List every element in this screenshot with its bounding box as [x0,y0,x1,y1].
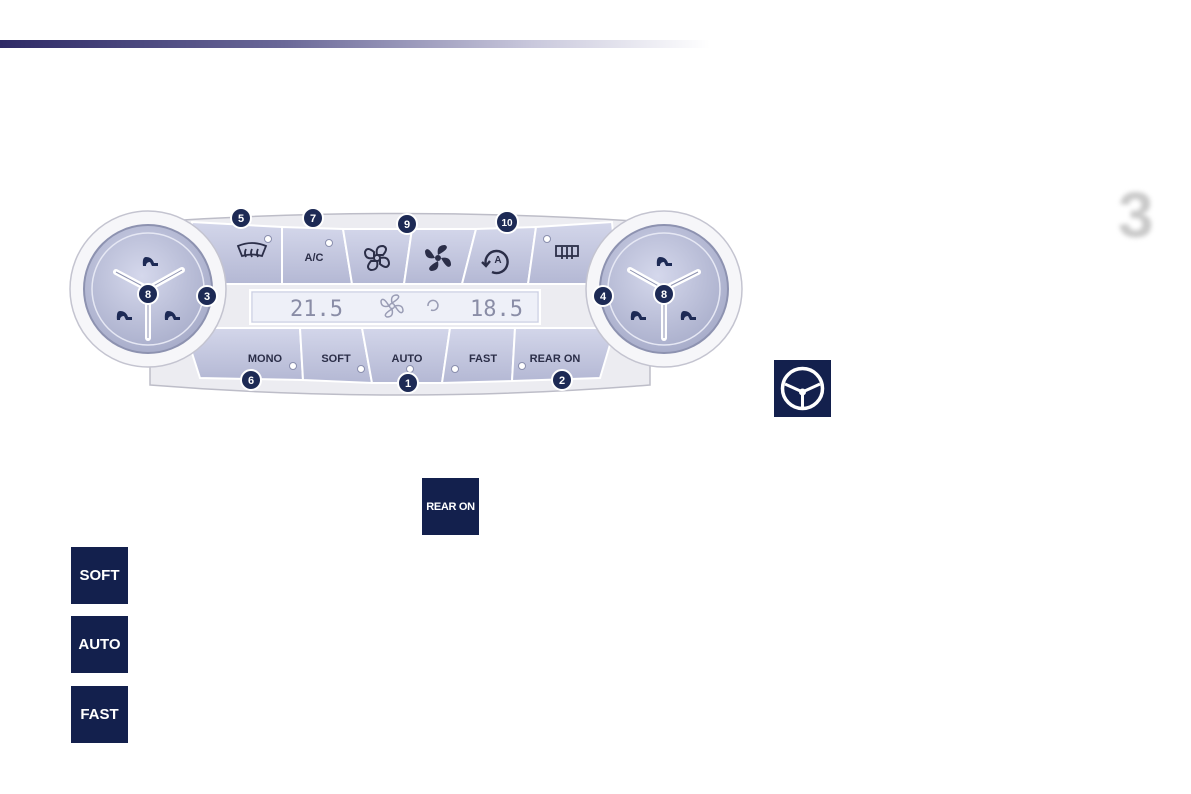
soft-key: SOFT [71,547,128,604]
auto-label: AUTO [392,353,423,365]
callout-8-right: 8 [653,283,675,305]
svg-text:2: 2 [559,375,565,387]
header-bar [0,40,710,48]
callout-3: 3 [196,285,218,307]
callout-7: 7 [302,207,324,229]
fast-label: FAST [469,353,497,365]
mono-label: MONO [248,353,283,365]
callout-10: 10 [495,210,519,234]
auto-key: AUTO [71,616,128,673]
svg-text:8: 8 [661,289,667,301]
fan-high-icon [425,245,451,271]
svg-text:7: 7 [310,213,316,225]
bottom-button-row [182,327,617,385]
rear-on-key: REAR ON [422,478,479,535]
climate-control-panel: A/C MONO SOFT AUTO FAST REAR ON A 21.5 1… [69,207,743,396]
svg-text:5: 5 [238,213,244,225]
callout-1: 1 [397,372,419,394]
chapter-number: 3 [1118,179,1154,251]
display-recirculation-icon [427,299,439,312]
recirculation-auto-icon: A [481,249,509,275]
svg-text:10: 10 [501,218,513,229]
soft-label: SOFT [321,353,351,365]
callout-8-left: 8 [137,283,159,305]
led-indicators [264,235,551,373]
callout-6: 6 [240,369,262,391]
svg-text:6: 6 [248,375,254,387]
display-fan-icon [380,294,404,318]
fan-low-icon [363,244,391,272]
steering-wheel-icon [780,366,825,411]
callout-2: 2 [551,369,573,391]
rear-screen-demist-icon [555,245,579,259]
svg-text:3: 3 [204,291,210,303]
right-temperature-display: 18.5 [470,297,523,322]
svg-text:1: 1 [405,378,411,390]
seat-airflow-icon [116,257,180,320]
rear-on-button[interactable] [510,327,617,383]
svg-text:A: A [494,255,501,266]
steering-wheel-key [774,360,831,417]
callout-5: 5 [230,207,252,229]
seat-airflow-icon [630,257,696,320]
left-temperature-display: 21.5 [290,297,343,322]
ac-label: A/C [305,252,324,264]
svg-text:4: 4 [600,291,607,303]
callout-9: 9 [396,213,418,235]
callouts: 5 7 9 10 3 8 4 8 6 1 2 [137,207,675,394]
fan-decrease-button[interactable] [341,228,414,285]
fast-key: FAST [71,686,128,743]
svg-text:8: 8 [145,289,151,301]
windscreen-demist-icon [236,242,268,258]
callout-4: 4 [592,285,614,307]
rear-on-label: REAR ON [530,353,581,365]
svg-text:9: 9 [404,219,410,231]
